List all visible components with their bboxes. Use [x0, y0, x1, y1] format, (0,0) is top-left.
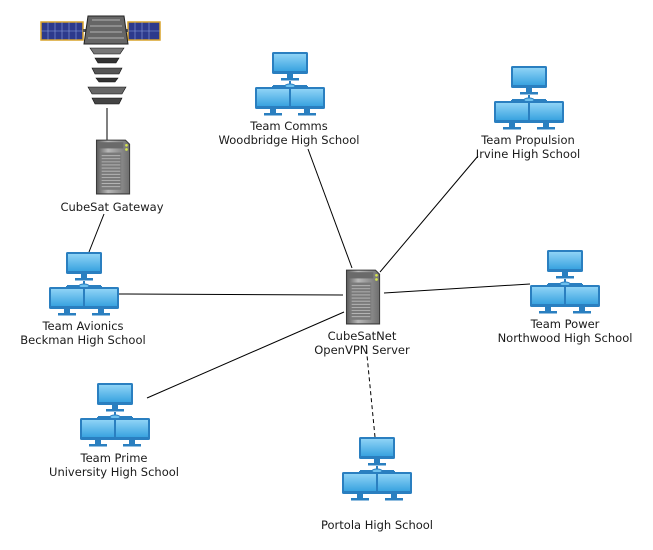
portola-network-icon	[342, 437, 412, 501]
propulsion-label: Team Propulsion Irvine High School	[475, 133, 581, 161]
comms-label: Team Comms Woodbridge High School	[218, 119, 360, 147]
link-prime-server	[146, 311, 345, 399]
portola-label: Portola High School	[321, 518, 433, 532]
link-gateway-avionics	[88, 213, 105, 253]
link-propulsion-server	[379, 155, 479, 273]
link-portola-server	[365, 344, 376, 438]
avionics-label: Team Avionics Beckman High School	[20, 319, 146, 347]
satellite-icon	[40, 15, 161, 105]
links	[88, 108, 531, 438]
link-power-server	[383, 283, 531, 294]
link-avionics-server	[117, 293, 344, 296]
comms-network-icon	[255, 52, 325, 116]
power-network-icon	[530, 250, 600, 314]
prime-network-icon	[80, 383, 150, 447]
link-comms-server	[307, 148, 353, 269]
gateway-server-icon	[95, 139, 131, 195]
prime-label: Team Prime University High School	[49, 451, 179, 479]
openvpn-server-icon	[345, 269, 381, 325]
avionics-network-icon	[49, 252, 119, 316]
power-label: Team Power Northwood High School	[497, 317, 633, 345]
server-label: CubeSatNet OpenVPN Server	[314, 329, 410, 357]
propulsion-network-icon	[494, 66, 564, 130]
gateway-label: CubeSat Gateway	[60, 200, 164, 214]
